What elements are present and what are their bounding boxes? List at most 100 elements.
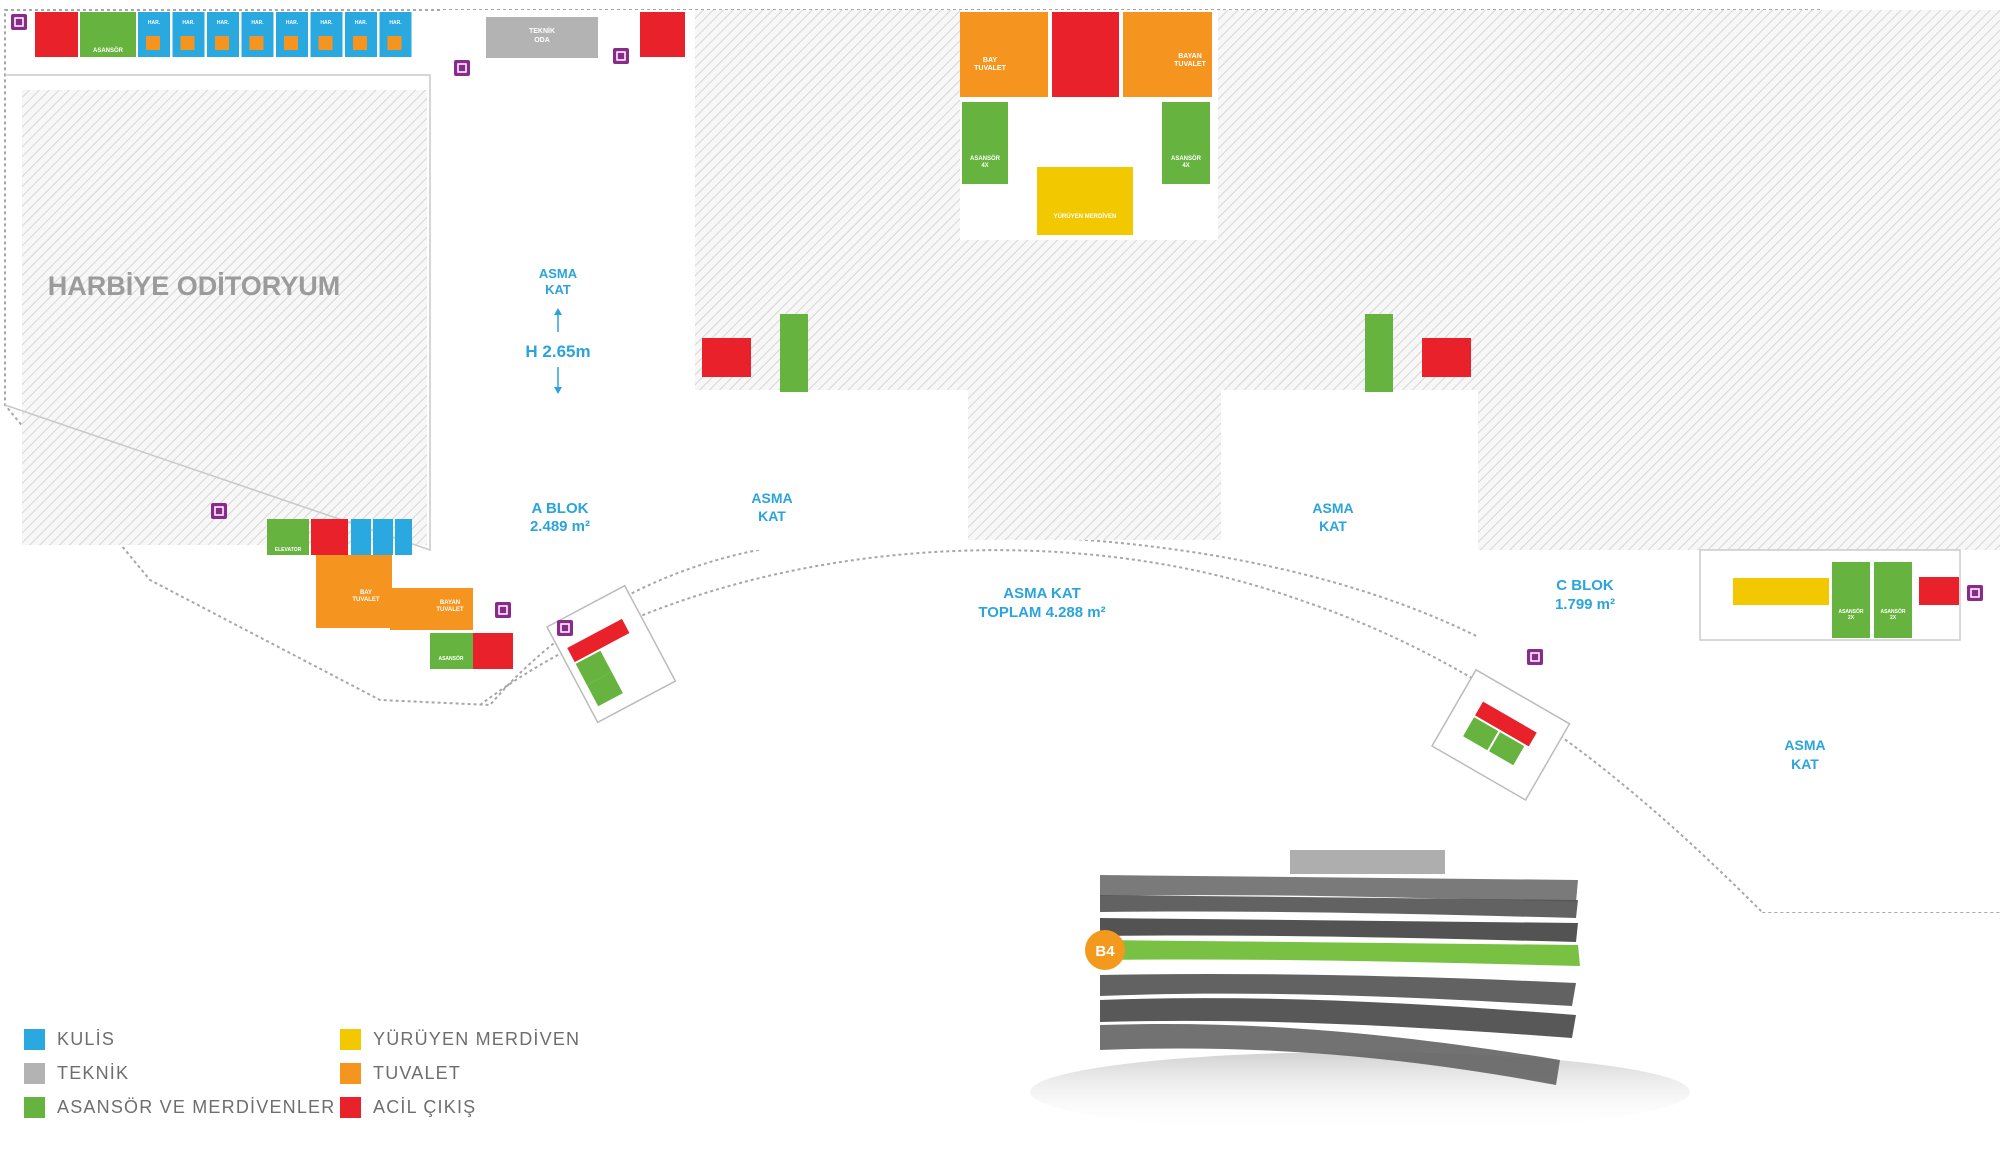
legend: KULİS TEKNİK ASANSÖR VE MERDİVENLER YÜRÜ… — [24, 1022, 644, 1142]
stairs-mid-left[interactable] — [780, 314, 808, 392]
rotated-core-right-lift-1[interactable] — [1463, 717, 1499, 751]
kulis-toilet-mark-8 — [387, 36, 402, 50]
exit-marker-icon-4 — [211, 503, 227, 519]
legend-item-teknik: TEKNİK — [24, 1056, 335, 1090]
elevator-2x-right[interactable] — [1874, 562, 1912, 638]
kulis-strip-top: ASANSÖR — [35, 12, 136, 57]
rotated-core-left-lift-1[interactable] — [575, 650, 612, 686]
legend-label-asansor: ASANSÖR VE MERDİVENLER — [57, 1096, 336, 1117]
legend-col-2: YÜRÜYEN MERDİVEN TUVALET ACİL ÇIKIŞ — [340, 1022, 580, 1124]
elevator-left-lower-label: ELEVATOR — [275, 547, 302, 553]
kulis-tile-5[interactable] — [276, 12, 308, 57]
legend-swatch-acil — [340, 1096, 361, 1118]
exit-marker-glyph-3 — [616, 51, 626, 61]
emergency-exit-left-lower[interactable] — [311, 519, 348, 555]
exit-marker-glyph-7 — [1530, 652, 1540, 662]
stack-level-5 — [1100, 998, 1576, 1038]
height-arrow-up-head — [554, 308, 562, 315]
auditorium-title: HARBİYE ODİTORYUM — [48, 271, 341, 301]
exit-marker-glyph-5 — [498, 605, 508, 615]
elevator-tile[interactable] — [80, 12, 136, 57]
rotated-core-right — [1430, 668, 1571, 802]
elevator-4x-left[interactable] — [962, 102, 1008, 184]
kulis-tile-8[interactable] — [379, 12, 412, 57]
level-badge-text: B4 — [1095, 943, 1115, 960]
stairs-mid-right[interactable] — [1365, 314, 1393, 392]
kulis-toilet-mark-5 — [284, 36, 298, 50]
stack-level-4 — [1100, 973, 1576, 1006]
emergency-exit-mid-right[interactable] — [1422, 338, 1471, 377]
hatch-right — [1478, 10, 2000, 550]
stack-level-1 — [1100, 875, 1578, 902]
emergency-exit-lower-2[interactable] — [473, 633, 513, 669]
exit-marker-glyph-6 — [560, 623, 570, 633]
corridor-a — [440, 10, 695, 550]
stack-shadow — [1030, 1052, 1690, 1132]
escalator-right[interactable] — [1733, 578, 1829, 605]
exit-marker-icon-3 — [613, 48, 629, 64]
legend-swatch-asansor — [24, 1096, 45, 1118]
legend-label-acil: ACİL ÇIKIŞ — [373, 1096, 477, 1117]
emergency-exit-right[interactable] — [1919, 577, 1959, 605]
kulis-tile-label-7: HAR. — [355, 20, 368, 26]
kulis-tile-4[interactable] — [241, 12, 274, 57]
kulis-tile-label-2: HAR. — [182, 20, 195, 26]
kulis-tile-label-4: HAR. — [251, 20, 264, 26]
elevator-2x-left[interactable] — [1832, 562, 1870, 638]
corridor-c — [1221, 390, 1478, 550]
emergency-exit-tile-top[interactable] — [640, 12, 685, 57]
kulis-tile-6[interactable] — [310, 12, 343, 57]
escalator-label: YÜRÜYEN MERDİVEN — [1054, 213, 1117, 220]
elevator-left-lower[interactable] — [267, 519, 309, 555]
elevator-4x-right[interactable] — [1162, 102, 1210, 184]
kulis-toilet-mark-2 — [180, 36, 195, 50]
rotated-core-right-lift-2[interactable] — [1489, 732, 1525, 766]
rotated-core-left-exit[interactable] — [567, 618, 630, 663]
exit-marker-icon-7 — [1527, 649, 1543, 665]
height-arrow-down-head — [554, 387, 562, 394]
legend-label-yuruyen: YÜRÜYEN MERDİVEN — [373, 1028, 581, 1049]
bayan-tuvalet-tile[interactable] — [1123, 12, 1212, 97]
escalator-tile[interactable] — [1037, 167, 1133, 235]
legend-col-1: KULİS TEKNİK ASANSÖR VE MERDİVENLER — [24, 1022, 335, 1124]
stack-level-6 — [1100, 1023, 1560, 1085]
bay-tuvalet-tile[interactable] — [960, 12, 1048, 97]
legend-label-tuvalet: TUVALET — [373, 1062, 462, 1083]
kulis-toilet-mark-7 — [353, 36, 367, 50]
kulis-tile-1[interactable] — [138, 12, 170, 57]
bayan-tuvalet-lower[interactable] — [390, 588, 473, 630]
legend-label-kulis: KULİS — [57, 1028, 116, 1049]
legend-swatch-kulis — [24, 1028, 45, 1050]
legend-item-acil: ACİL ÇIKIŞ — [340, 1090, 580, 1124]
rotated-core-left-lift-2[interactable] — [586, 671, 623, 707]
rotated-core-right-exit[interactable] — [1475, 701, 1537, 747]
kulis-tile-3[interactable] — [207, 12, 239, 57]
kulis-tile-2[interactable] — [172, 12, 205, 57]
legend-item-kulis: KULİS — [24, 1022, 335, 1056]
emergency-stairs-tile[interactable] — [1052, 12, 1119, 97]
kulis-tile-7[interactable] — [345, 12, 377, 57]
kulis-tile-small-2[interactable] — [373, 519, 393, 555]
emergency-exit-mid-left[interactable] — [702, 338, 751, 377]
kulis-row: HAR.HAR.HAR.HAR.HAR.HAR.HAR.HAR. — [138, 12, 412, 57]
exit-marker-icon-1 — [11, 14, 27, 30]
kulis-tile-small-1[interactable] — [351, 519, 371, 555]
emergency-exit-tile[interactable] — [35, 12, 78, 57]
elevator-lower-2[interactable] — [430, 633, 473, 669]
exit-marker-icon-8 — [1967, 585, 1983, 601]
kulis-tile-label-8: HAR. — [389, 20, 402, 26]
bay-tuvalet-lower[interactable] — [316, 555, 392, 628]
kulis-tile-small-3[interactable] — [395, 519, 412, 555]
stack-level-2 — [1100, 895, 1578, 918]
exit-marker-icon-2 — [454, 60, 470, 76]
teknik-oda-tile[interactable] — [486, 17, 598, 58]
stack-layers — [1100, 850, 1578, 1085]
